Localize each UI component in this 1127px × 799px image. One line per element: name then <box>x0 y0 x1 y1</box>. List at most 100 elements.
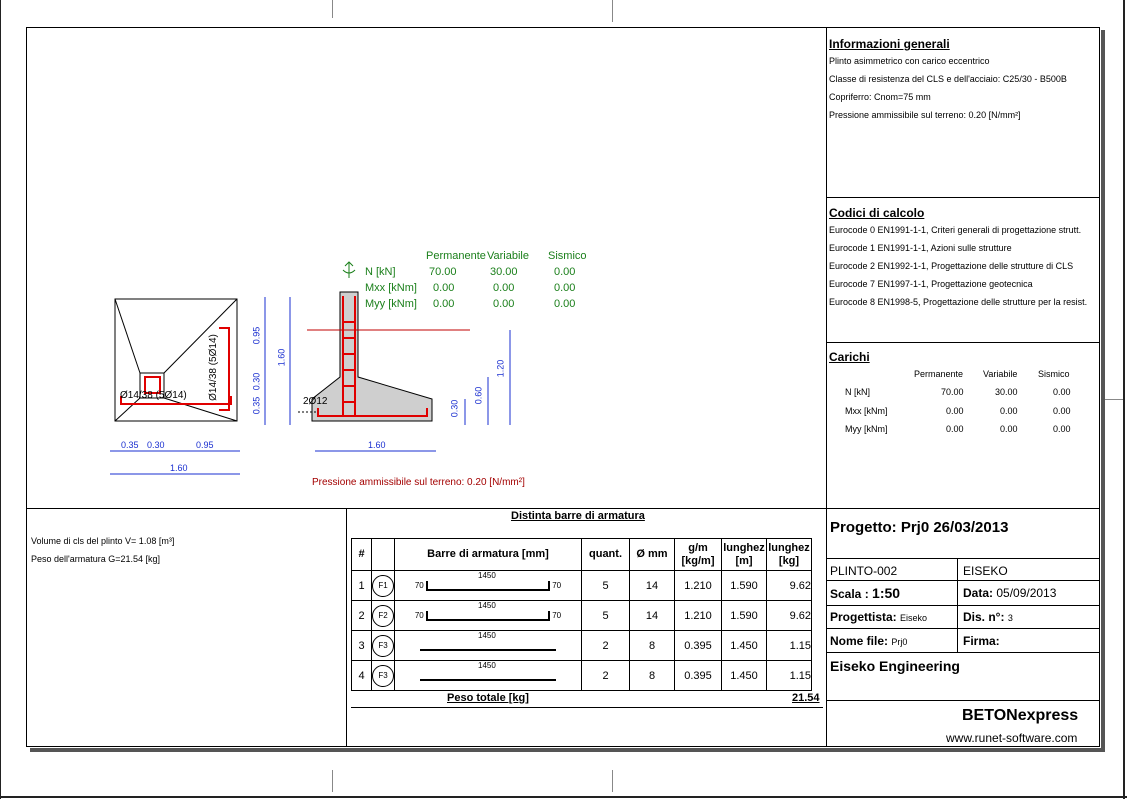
divider <box>826 652 1100 653</box>
bars-cell: 8 <box>629 660 675 691</box>
bars-cell: 9.62 <box>766 570 812 601</box>
volume-line: Peso dell'armatura G=21.54 [kg] <box>31 554 161 564</box>
bar-shape-line: 1450 <box>426 601 550 621</box>
bars-table-title: Distinta barre di armatura <box>511 510 645 522</box>
bars-cell: 0.395 <box>674 660 722 691</box>
drawing-value: 0.00 <box>554 266 576 278</box>
drawing-col-header: Permanente <box>426 250 486 262</box>
drawing-sheet <box>26 27 1100 747</box>
loads-row-label: Myy [kNm] <box>845 424 888 434</box>
sheet-tick <box>332 0 333 18</box>
load-arrow-icon <box>342 261 356 278</box>
bar-mark: F2 <box>372 604 394 627</box>
sheet-tick <box>1105 399 1123 400</box>
bar-hook-length: 70 <box>414 610 424 620</box>
codes-heading: Codici di calcolo <box>829 206 925 220</box>
bars-col-header <box>371 538 395 571</box>
plan-dim: 0.35 <box>121 440 139 450</box>
company-name: Eiseko Engineering <box>830 658 960 674</box>
bar-label-vertical: Ø14/38 (5Ø14) <box>207 334 219 401</box>
info-line: Copriferro: Cnom=75 mm <box>829 92 931 102</box>
drawing-number-field: Dis. n°: 3 <box>963 610 1013 624</box>
info-line: Classe di resistenza del CLS e dell'acci… <box>829 74 1067 84</box>
bar-shape-line: 1450 <box>426 571 550 591</box>
bars-row: 1 F1 70 1450 70 5 14 1.210 1.590 9.62 <box>351 570 812 601</box>
sheet-tick <box>332 770 333 792</box>
bars-cell: 9.62 <box>766 600 812 631</box>
bar-label-horizontal: Ø14/38 (5Ø14) <box>120 390 187 401</box>
drawing-code: PLINTO-002 <box>830 564 898 578</box>
date-field: Data: 05/09/2013 <box>963 586 1057 600</box>
drawing-row-label: Mxx [kNm] <box>365 282 417 294</box>
bars-cell-n: 1 <box>351 570 372 601</box>
section-bar-label: 2Ø12 <box>303 396 328 407</box>
bars-cell-n: 3 <box>351 630 372 661</box>
plan-dim: 1.60 <box>170 463 188 473</box>
bar-length: 1450 <box>478 570 496 580</box>
bar-shape-line: 1450 <box>420 661 556 681</box>
loads-value: 70.00 <box>941 387 964 397</box>
designer-field: Progettista: Eiseko <box>830 610 928 624</box>
section-width-dim: 1.60 <box>368 440 386 450</box>
divider <box>826 197 1100 198</box>
bars-col-header: quant. <box>581 538 630 571</box>
plan-vdim: 0.95 <box>251 326 262 345</box>
code-line: Eurocode 2 EN1992-1-1, Progettazione del… <box>829 261 1074 271</box>
loads-heading: Carichi <box>829 350 870 364</box>
bars-col-header: lunghez [m] <box>721 538 767 571</box>
loads-value: 0.00 <box>1053 387 1071 397</box>
drawing-value: 70.00 <box>429 266 457 278</box>
bars-shape: 1450 <box>394 630 582 661</box>
plan-rebar <box>120 327 232 411</box>
info-heading: Informazioni generali <box>829 37 950 51</box>
bars-cell: 5 <box>581 570 630 601</box>
bars-row: 3 F3 1450 2 8 0.395 1.450 1.15 <box>351 630 812 661</box>
bar-length: 1450 <box>478 660 496 670</box>
bar-hook-length: 70 <box>552 580 562 590</box>
loads-value: 30.00 <box>995 387 1018 397</box>
bars-total-value: 21.54 <box>792 692 820 704</box>
volume-line: Volume di cls del plinto V= 1.08 [m³] <box>31 536 175 546</box>
scale-field: Scala : 1:50 <box>830 585 901 601</box>
bar-hook-length: 70 <box>552 610 562 620</box>
bars-col-header: Ø mm <box>629 538 675 571</box>
bars-cell: 5 <box>581 600 630 631</box>
plan-vdim: 0.30 <box>251 372 262 391</box>
bars-cell: 1.210 <box>674 570 722 601</box>
section-rebar <box>317 296 428 417</box>
drawing-value: 30.00 <box>490 266 518 278</box>
code-line: Eurocode 0 EN1991-1-1, Criteri generali … <box>829 225 1082 235</box>
loads-col-header: Sismico <box>1038 369 1070 379</box>
loads-value: 0.00 <box>1000 424 1018 434</box>
bar-hook-length: 70 <box>414 580 424 590</box>
drawing-value: 0.00 <box>433 298 455 310</box>
drawing-col-header: Sismico <box>548 250 587 262</box>
project-title: Progetto: Prj0 26/03/2013 <box>830 519 1009 536</box>
divider <box>826 700 1100 701</box>
divider <box>826 580 1100 581</box>
bars-col-header: # <box>351 538 372 571</box>
section-height-dim: 0.30 <box>449 399 460 418</box>
loads-value: 0.00 <box>1053 424 1071 434</box>
bars-col-header: lunghez [kg] <box>766 538 812 571</box>
info-line: Pressione ammissibile sul terreno: 0.20 … <box>829 110 1021 120</box>
pressure-note: Pressione ammissibile sul terreno: 0.20 … <box>312 477 525 488</box>
section-height-dim: 1.20 <box>495 359 506 378</box>
bars-cell: 8 <box>629 630 675 661</box>
bars-total-label: Peso totale [kg] <box>447 692 529 704</box>
bar-mark: F3 <box>372 634 394 657</box>
bars-shape: 1450 <box>394 660 582 691</box>
loads-row-label: N [kN] <box>845 387 871 397</box>
bar-shape-line: 1450 <box>420 631 556 651</box>
bars-cell-n: 2 <box>351 600 372 631</box>
drawing-row-label: N [kN] <box>365 266 396 278</box>
bars-cell: 1.450 <box>721 660 767 691</box>
plan-view <box>114 298 238 422</box>
dimension-lines <box>110 297 511 475</box>
divider <box>826 628 1100 629</box>
bars-row: 4 F3 1450 2 8 0.395 1.450 1.15 <box>351 660 812 691</box>
plan-vdim: 0.35 <box>251 396 262 415</box>
bars-cell: 1.210 <box>674 600 722 631</box>
bars-cell-n: 4 <box>351 660 372 691</box>
bars-cell: 14 <box>629 600 675 631</box>
